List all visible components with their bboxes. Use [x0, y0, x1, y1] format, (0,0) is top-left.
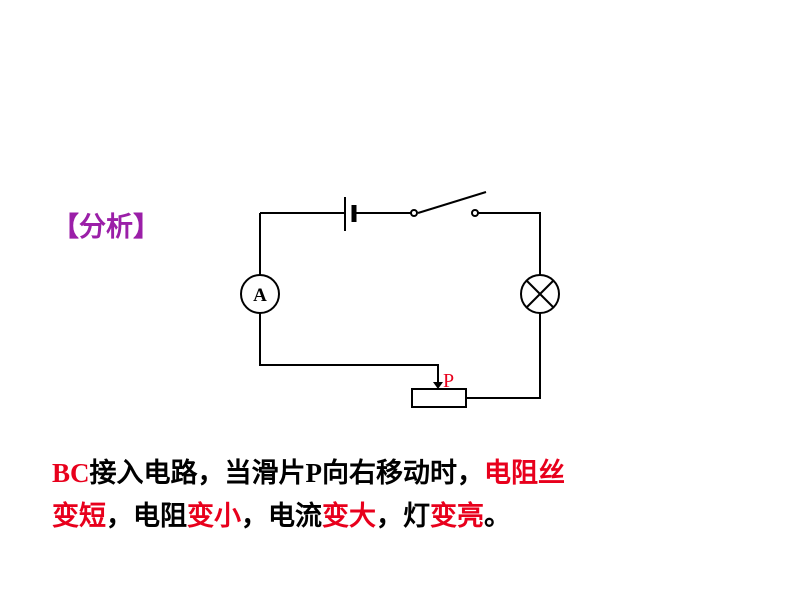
text-resistance: ，电阻 — [106, 501, 187, 531]
text-smaller: 变小 — [187, 501, 241, 531]
text-move-right: 向右移动时， — [322, 458, 485, 488]
wire-right-bottom — [466, 313, 541, 399]
analysis-label: 【分析】 — [52, 212, 160, 243]
circuit-wires — [259, 212, 541, 399]
text-p: P — [305, 458, 323, 488]
ammeter-label: A — [253, 285, 267, 306]
text-wire: 电阻丝 — [484, 458, 566, 488]
wire-left-bottom — [259, 313, 439, 384]
slider-label: P — [443, 370, 454, 392]
analysis-paragraph: BC接入电路，当滑片P向右移动时，电阻丝 变短，电阻变小，电流变大，灯变亮。 — [52, 452, 752, 538]
paragraph-line-1: BC接入电路，当滑片P向右移动时，电阻丝 — [52, 452, 752, 495]
slider-arrow-icon — [433, 382, 443, 389]
battery-symbol — [344, 197, 357, 231]
text-brighter: 变亮 — [430, 501, 484, 531]
text-period: 。 — [484, 501, 511, 531]
rheostat-symbol: P — [411, 370, 467, 408]
text-current: ，电流 — [241, 501, 322, 531]
lamp-symbol — [520, 274, 560, 314]
text-connect: 接入电路，当滑片 — [89, 458, 306, 488]
paragraph-line-2: 变短，电阻变小，电流变大，灯变亮。 — [52, 495, 752, 538]
switch-symbol — [410, 191, 487, 217]
text-bigger: 变大 — [322, 501, 376, 531]
wire-top-right — [477, 212, 541, 275]
text-shorter: 变短 — [52, 501, 106, 531]
text-bc: BC — [52, 458, 90, 488]
text-lamp: ，灯 — [376, 501, 430, 531]
ammeter-symbol: A — [240, 274, 280, 314]
